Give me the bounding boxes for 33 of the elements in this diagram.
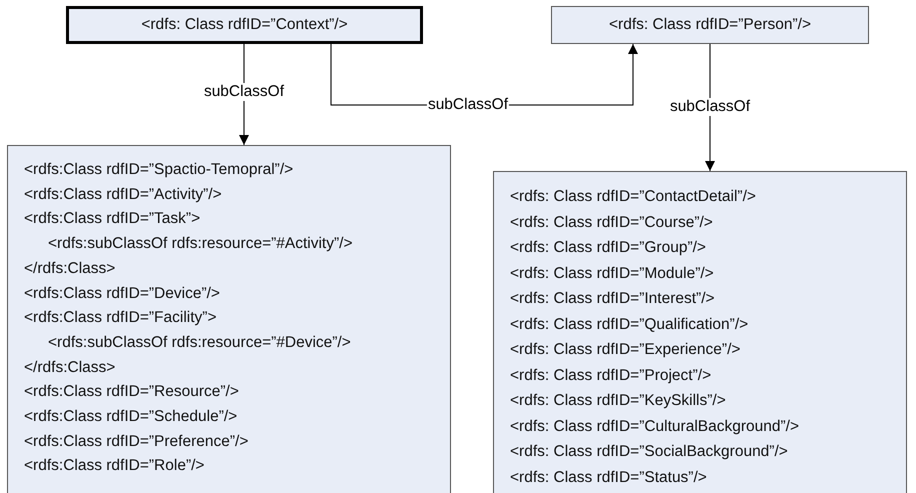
code-line: <rdfs:subClassOf rdfs:resource=”#Activity”/>	[47, 234, 353, 254]
code-line: <rdfs: Class rdfID=”Qualification”/>	[510, 314, 748, 334]
code-box	[493, 171, 907, 493]
code-line: <rdfs:Class rdfID=”Role”/>	[24, 456, 204, 476]
code-line: <rdfs:Class rdfID=”Schedule”/>	[24, 407, 238, 428]
code-line: <rdfs: Class rdfID=”Status”/>	[510, 468, 707, 488]
code-line: <rdfs: Class rdfID=”Interest”/>	[510, 289, 715, 309]
class-label: <rdfs: Class rdfID=”Person”/>	[609, 15, 811, 35]
code-line: <rdfs:Class rdfID=”Facility”>	[24, 308, 217, 328]
code-line: <rdfs: Class rdfID=”Module”/>	[510, 264, 714, 284]
code-line: <rdfs: Class rdfID=”SocialBackground”/>	[510, 442, 788, 462]
edge-label: subClassOf	[202, 83, 286, 101]
code-line: <rdfs: Class rdfID=”ContactDetail”/>	[510, 187, 756, 207]
class-label: <rdfs: Class rdfID=”Context”/>	[141, 15, 348, 35]
edge-label: subClassOf	[668, 98, 752, 116]
code-box	[7, 145, 451, 493]
code-line: <rdfs:Class rdfID=”Resource”/>	[24, 382, 239, 402]
code-line: <rdfs: Class rdfID=”CulturalBackground”/>	[510, 416, 800, 436]
class-box	[551, 6, 869, 44]
class-box	[66, 6, 423, 44]
code-line: </rdfs:Class>	[24, 258, 116, 279]
code-line: <rdfs:Class rdfID=”Preference”/>	[24, 432, 248, 452]
code-line: <rdfs:Class rdfID=”Device”/>	[24, 284, 220, 304]
code-line: <rdfs: Class rdfID=”Course”/>	[510, 212, 713, 232]
code-line: <rdfs:Class rdfID=”Activity”/>	[24, 184, 222, 205]
code-line: <rdfs:Class rdfID=”Task”>	[24, 209, 200, 230]
code-line: </rdfs:Class>	[24, 358, 116, 378]
code-line: <rdfs: Class rdfID=”Experience”/>	[510, 340, 740, 360]
code-line: <rdfs: Class rdfID=”KeySkills”/>	[510, 391, 726, 411]
code-line: <rdfs: Class rdfID=”Group”/>	[510, 238, 706, 258]
code-line: <rdfs: Class rdfID=”Project”/>	[510, 366, 712, 386]
code-line: <rdfs:subClassOf rdfs:resource=”#Device”/>	[47, 332, 351, 353]
code-line: <rdfs:Class rdfID=”Spactio-Temopral”/>	[24, 160, 294, 180]
